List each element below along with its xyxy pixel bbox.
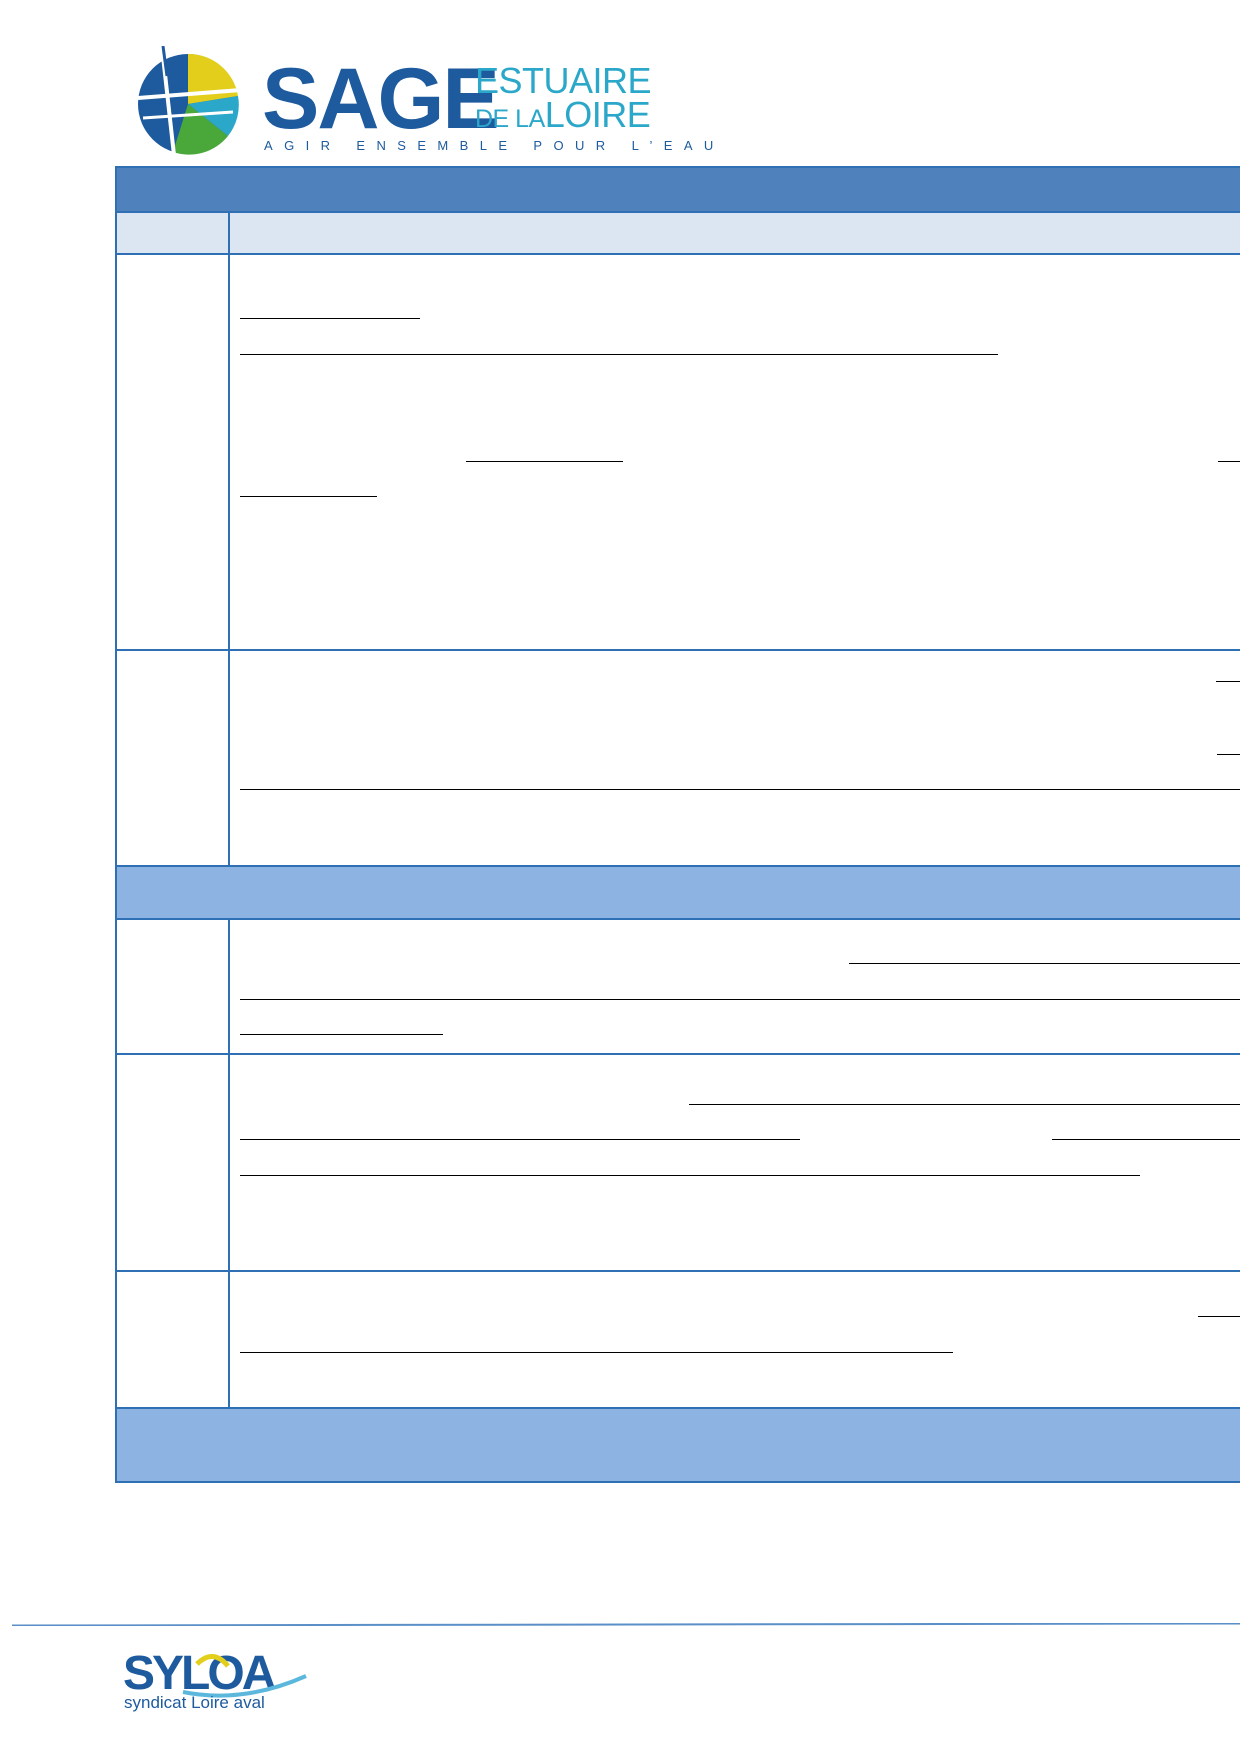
underlined-text [240, 1175, 1140, 1176]
table-subheader-row [115, 211, 1240, 255]
underlined-text [1216, 681, 1240, 682]
underlined-text [240, 1139, 800, 1140]
row-content-cell [228, 649, 1240, 867]
underlined-text [1052, 1139, 1240, 1140]
section-row [115, 865, 1240, 920]
syloa-logo-subtitle: syndicat Loire aval [124, 1693, 265, 1712]
row-content-cell [228, 918, 1240, 1055]
row-label-cell [115, 918, 230, 1055]
table-row [115, 253, 1240, 651]
table-header-cell [115, 166, 1240, 213]
section-cell [115, 1407, 1240, 1483]
row-content-cell [228, 253, 1240, 651]
subheader-cell-right [228, 211, 1240, 255]
footer-divider [12, 1623, 1240, 1626]
sage-logo-word: SAGE [262, 51, 500, 147]
sage-logo-tagline: AGIR ENSEMBLE POUR L’EAU [264, 138, 725, 153]
sage-logo-line2-small: DE LA [475, 105, 545, 133]
underlined-text [240, 999, 1240, 1000]
underlined-text [849, 963, 1240, 964]
underlined-text [240, 496, 377, 497]
sage-logo-emblem [137, 46, 242, 165]
section-cell [115, 865, 1240, 920]
row-content-cell [228, 1270, 1240, 1409]
section-row [115, 1407, 1240, 1483]
underlined-text [1218, 461, 1240, 462]
table-header-row [115, 166, 1240, 213]
table-row [115, 1270, 1240, 1409]
syloa-logo: SYLOA [123, 1647, 307, 1700]
underlined-text [466, 461, 623, 462]
sage-logo-line2-large: LOIRE [544, 94, 651, 135]
underlined-text [689, 1104, 1240, 1105]
underlined-text [1217, 754, 1240, 755]
content-table [115, 166, 1240, 1483]
underlined-text [240, 1352, 953, 1353]
sage-logo-line2: DE LALOIRE [475, 94, 651, 138]
row-label-cell [115, 253, 230, 651]
table-row [115, 918, 1240, 1055]
row-label-cell [115, 1053, 230, 1272]
underlined-text [240, 789, 1240, 790]
underlined-text [1198, 1316, 1240, 1317]
table-row [115, 1053, 1240, 1272]
subheader-cell-left [115, 211, 230, 255]
sage-logo-line1: ESTUAIRE [475, 60, 652, 101]
row-content-cell [228, 1053, 1240, 1272]
underlined-text [240, 318, 420, 319]
underlined-text [240, 354, 998, 355]
row-label-cell [115, 1270, 230, 1409]
underlined-text [240, 1034, 443, 1035]
row-label-cell [115, 649, 230, 867]
table-row [115, 649, 1240, 867]
